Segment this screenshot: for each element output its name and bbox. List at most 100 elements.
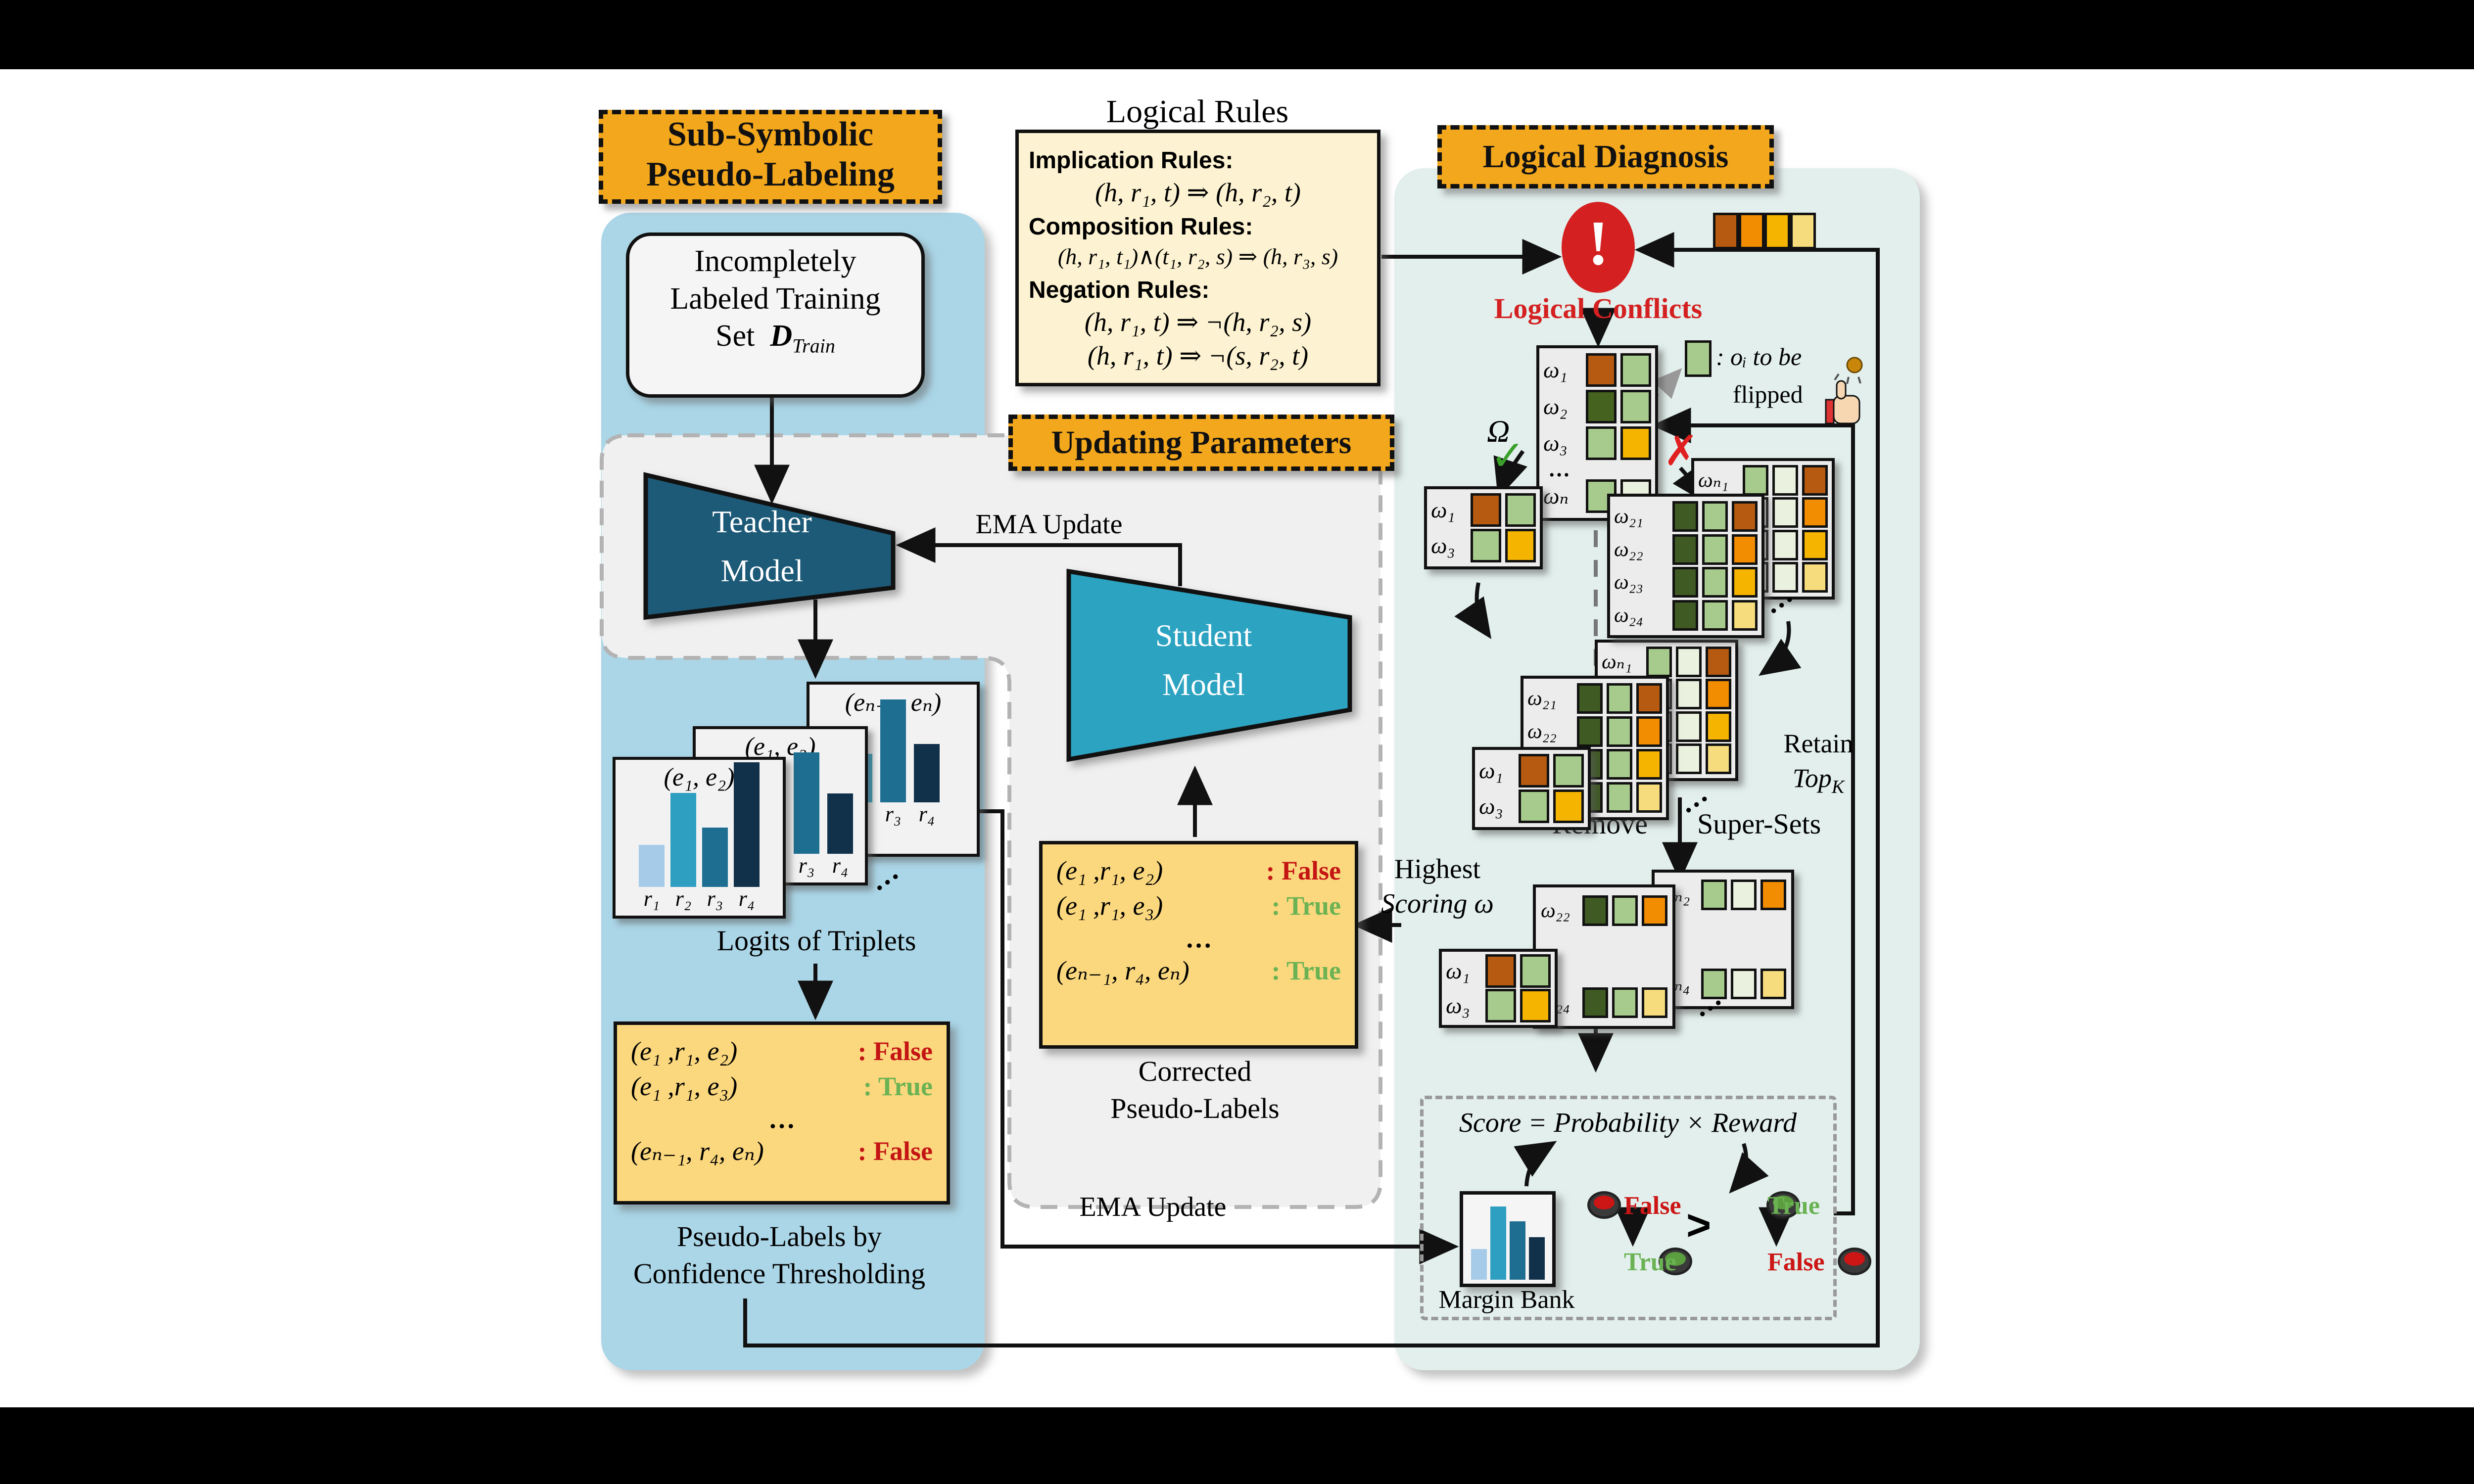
chip-false-top bbox=[1587, 1191, 1621, 1219]
omega-sq bbox=[1519, 789, 1549, 823]
teacher-model-label: Teacher Model bbox=[646, 497, 878, 595]
omega-label: ω₃ bbox=[1543, 430, 1568, 456]
training-set-line3: Set DTrain bbox=[629, 318, 921, 358]
logical-rules-title: Logical Rules bbox=[1106, 93, 1289, 130]
bar-r3 bbox=[794, 752, 819, 854]
legend-flip-square bbox=[1685, 340, 1712, 377]
omega-box-ellipsis: … bbox=[1548, 457, 1570, 482]
chip-false-top-label: False bbox=[1624, 1192, 1681, 1220]
dataset-symbol: D bbox=[770, 319, 793, 353]
omega-sq bbox=[1642, 895, 1667, 926]
omega-label: ωₙ₁ bbox=[1602, 650, 1632, 673]
bar-label: r₃ bbox=[798, 853, 815, 878]
omega-sq bbox=[1732, 600, 1758, 631]
omega-sq bbox=[1520, 954, 1551, 988]
omega-sq bbox=[1471, 493, 1501, 527]
omega-sq bbox=[1701, 880, 1727, 910]
teacher-line2: Model bbox=[720, 553, 804, 589]
omega-sq bbox=[1582, 895, 1608, 926]
triplet: (e₁ ,r₁, e₂) bbox=[1056, 856, 1163, 885]
row-w3: ω₃ bbox=[1479, 789, 1584, 823]
corrected-ellipsis: … bbox=[1185, 923, 1212, 953]
row-w1: ω₁ bbox=[1446, 954, 1551, 988]
omega-sq bbox=[1577, 683, 1603, 714]
pseudo-caption-line1: Pseudo-Labels by bbox=[677, 1220, 882, 1252]
pseudo-ellipsis: … bbox=[768, 1104, 795, 1134]
omega-sq bbox=[1620, 390, 1651, 424]
arrow-ema-student-to-teacher bbox=[896, 527, 1182, 586]
omega-sq bbox=[1706, 646, 1731, 677]
row-w24: ω₂₄ bbox=[1541, 987, 1667, 1018]
omega-label: ω₃ bbox=[1446, 992, 1470, 1018]
row-w3: ω₃ bbox=[1431, 529, 1536, 562]
arrow-left-cluster-down bbox=[1454, 582, 1492, 639]
composition-rule-formula: (h, r₁, t₁)∧(t₁, r₂, s) ⇒ (h, r₃, s) bbox=[1057, 244, 1338, 269]
row-4 bbox=[1698, 562, 1828, 593]
omega-sq bbox=[1620, 353, 1651, 387]
margin-bank-box bbox=[1460, 1191, 1556, 1287]
corrected-row-2: (e₁ ,r₁, e₃): True bbox=[1056, 888, 1341, 924]
omega-sq bbox=[1582, 987, 1608, 1018]
omega-sq bbox=[1520, 988, 1551, 1022]
strip-sq2 bbox=[1739, 213, 1764, 249]
omega-sq bbox=[1743, 464, 1768, 496]
omega-sq bbox=[1732, 501, 1758, 532]
omega-sq bbox=[1672, 567, 1698, 598]
negation-rules-heading: Negation Rules: bbox=[1029, 277, 1210, 303]
omega-sq bbox=[1676, 711, 1702, 742]
logits-card-e1e2-title: (e₁, e₂) bbox=[664, 763, 735, 791]
bar-r3 bbox=[880, 699, 906, 802]
omega-sq bbox=[1505, 529, 1536, 562]
logits-card-e1e2-bars: r₁ r₂ r₃ r₄ bbox=[616, 762, 783, 911]
omega-sq bbox=[1676, 679, 1702, 710]
omega-sq bbox=[1732, 534, 1758, 565]
logits-card-en: (eₙ₋₁, eₙ) r₂ r₃ r₄ bbox=[807, 682, 980, 857]
row-w22: ω₂₂ bbox=[1541, 895, 1667, 926]
header-sub-symbolic: Sub-Symbolic Pseudo-Labeling bbox=[599, 110, 942, 204]
omega-label: ω₁ bbox=[1446, 958, 1470, 984]
omega-sq bbox=[1586, 353, 1617, 387]
highest-line2: Scoring ω bbox=[1381, 888, 1494, 919]
row-w1: ω₁ bbox=[1479, 754, 1584, 788]
omega-label: ω₃ bbox=[1431, 533, 1455, 558]
bar-r2 bbox=[670, 792, 696, 887]
student-line1: Student bbox=[1155, 618, 1252, 653]
negation-rule-formula-1: (h, r₁, t) ⇒ ¬(h, r₂, s) bbox=[1084, 307, 1312, 337]
arrow-right-cluster-down bbox=[1759, 621, 1802, 676]
omega-sq bbox=[1676, 743, 1702, 775]
candidate-box-w21-24: ω₂₁ ω₂₂ ω₂₃ ω₂₄ bbox=[1607, 494, 1764, 638]
row-w22: ω₂₂ bbox=[1614, 534, 1758, 565]
omega-label: ω₁ bbox=[1479, 758, 1503, 783]
ema-update-bottom-label: EMA Update bbox=[1079, 1192, 1227, 1222]
omega-sq bbox=[1760, 880, 1786, 910]
omega-label: ω₂ bbox=[1543, 394, 1568, 419]
bar-r4 bbox=[827, 793, 853, 854]
margin-bank-label: Margin Bank bbox=[1438, 1286, 1575, 1314]
omega-sq bbox=[1701, 969, 1727, 999]
corrected-caption: Corrected Pseudo-Labels bbox=[1034, 1053, 1356, 1127]
composition-rules-heading: Composition Rules: bbox=[1029, 214, 1253, 240]
omega-sq bbox=[1636, 716, 1662, 747]
supersets-label: Super-Sets bbox=[1697, 808, 1821, 840]
omega-sq bbox=[1485, 988, 1516, 1022]
pseudo-row-3: (eₙ₋₁, r₄, eₙ): False bbox=[631, 1134, 933, 1169]
omega-row-1: ω₁ bbox=[1543, 353, 1651, 387]
score-formula: Score = Probability × Reward bbox=[1459, 1108, 1797, 1138]
triplet-color-strip bbox=[1713, 213, 1816, 249]
implication-rule-formula: (h, r₁, t) ⇒ (h, r₂, t) bbox=[1095, 178, 1301, 207]
triplet-value: : True bbox=[863, 1071, 933, 1102]
chip-true-top bbox=[1766, 1191, 1800, 1219]
omega-sq bbox=[1702, 600, 1728, 631]
omega-sq bbox=[1731, 969, 1757, 999]
strip-sq3 bbox=[1764, 213, 1790, 249]
student-model-shape bbox=[1066, 568, 1352, 762]
header-sub-symbolic-line1: Sub-Symbolic bbox=[667, 115, 874, 153]
bar-label: r₄ bbox=[918, 801, 935, 826]
omega-sq bbox=[1607, 716, 1632, 747]
triplet-value: : False bbox=[857, 1136, 933, 1166]
logits-caption: Logits of Triplets bbox=[716, 925, 916, 957]
triplet-value: : True bbox=[1271, 955, 1341, 985]
highest-scoring-label: Highest Scoring ω bbox=[1356, 852, 1519, 921]
alert-exclamation: ! bbox=[1587, 208, 1609, 278]
omega-label: ω₂₄ bbox=[1614, 604, 1643, 627]
